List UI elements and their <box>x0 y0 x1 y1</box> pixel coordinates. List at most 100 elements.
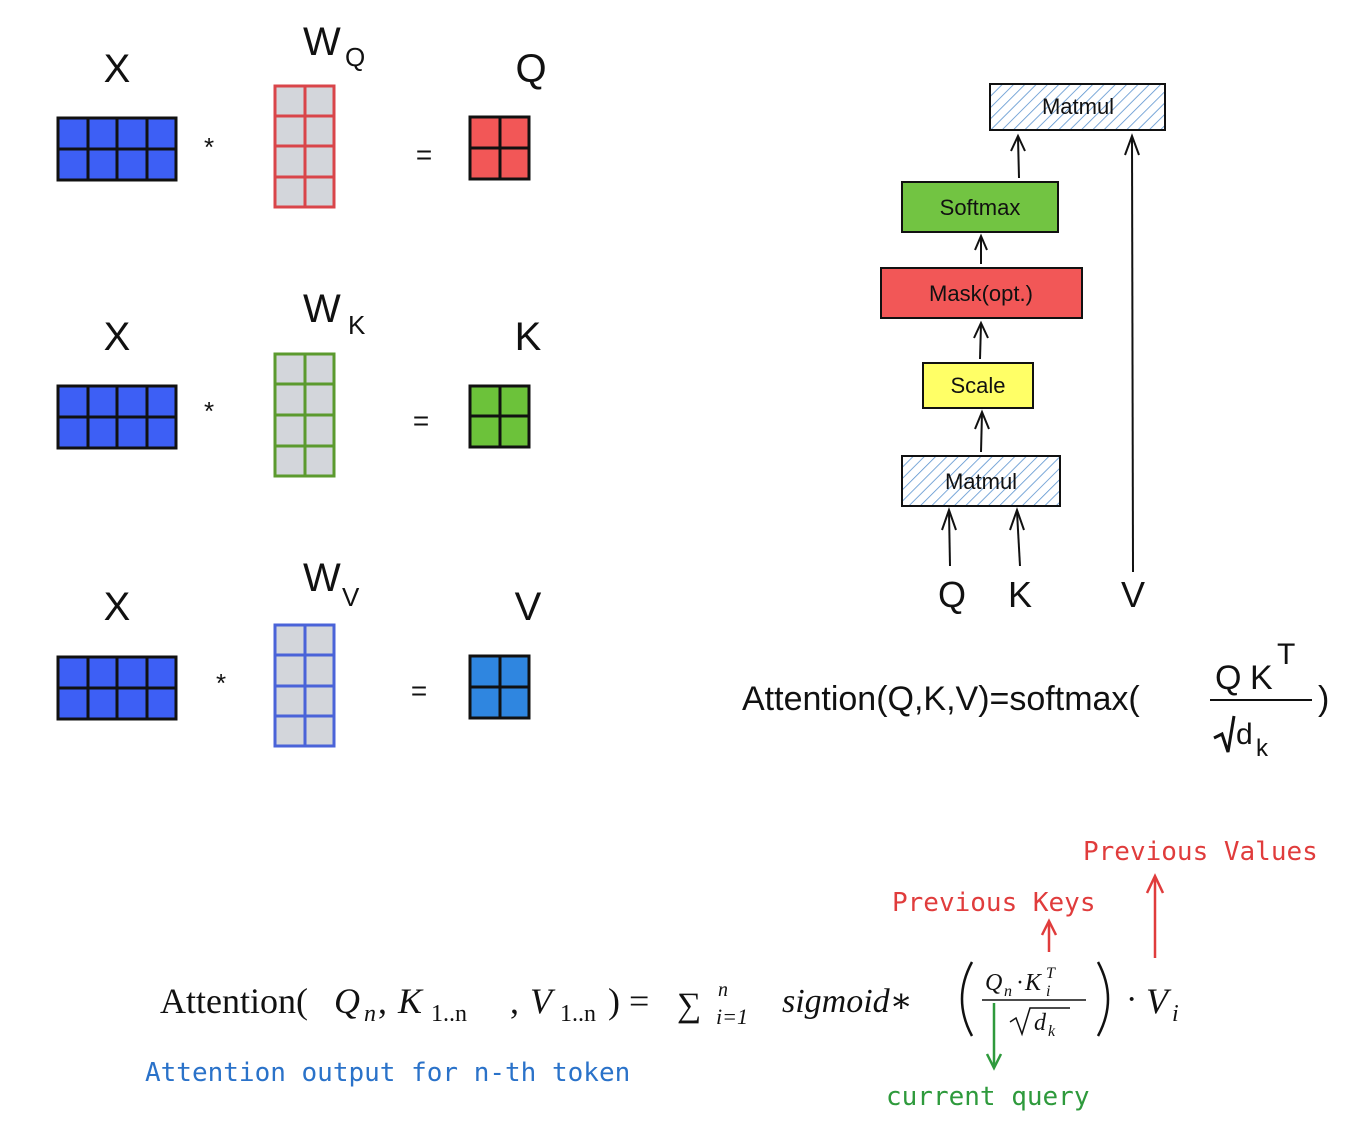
previous-keys-note: Previous Keys <box>892 888 1096 918</box>
arrow-q-input <box>948 511 951 567</box>
svg-text:K: K <box>1250 659 1273 697</box>
flow-input-v: V <box>1121 574 1145 615</box>
v-label: V <box>515 585 542 629</box>
x-matrix <box>56 116 178 182</box>
mask-block: Mask(opt.) <box>880 267 1083 319</box>
svg-text:K: K <box>397 981 424 1021</box>
equals-sign: = <box>416 139 432 170</box>
current-query-arrow <box>985 1003 1003 1071</box>
multiply-sign: * <box>204 396 214 426</box>
svg-text:W: W <box>303 556 341 600</box>
arrow-softmax-to-matmul <box>1017 137 1020 179</box>
flow-input-q: Q <box>938 574 966 615</box>
svg-text:W: W <box>303 287 341 331</box>
matmul-bottom-block: Matmul <box>901 455 1061 507</box>
arrow-matmul-to-scale <box>980 412 983 453</box>
svg-text:Attention(: Attention( <box>160 981 308 1021</box>
svg-text:Mask(opt.): Mask(opt.) <box>929 281 1033 306</box>
svg-text:Q: Q <box>334 981 360 1021</box>
equals-sign: = <box>413 405 429 436</box>
svg-text:n: n <box>1004 983 1012 1000</box>
svg-text:Q: Q <box>345 42 365 72</box>
previous-values-note: Previous Values <box>1083 837 1318 867</box>
previous-values-arrow <box>1145 873 1165 958</box>
svg-text:1..n: 1..n <box>431 1001 467 1027</box>
recurrent-attention-formula: Attention( Q n , K 1..n , V 1..n ) = ∑ n… <box>160 961 1179 1040</box>
q-matrix <box>468 115 531 181</box>
arrow-k-input <box>1016 511 1021 567</box>
softmax-block: Softmax <box>901 181 1059 233</box>
wv-label: W V <box>303 556 360 612</box>
svg-text:W: W <box>303 20 341 64</box>
k-matrix <box>468 384 531 449</box>
projection-row-q: X * W Q = Q <box>56 20 547 209</box>
svg-text:k: k <box>1048 1023 1056 1040</box>
svg-text:Attention(Q,K,V)=softmax(: Attention(Q,K,V)=softmax( <box>742 680 1140 718</box>
annotations: Previous Values Previous Keys current qu… <box>145 837 1318 1112</box>
svg-text:Scale: Scale <box>950 373 1005 398</box>
previous-keys-arrow <box>1040 918 1058 952</box>
arrow-v-input <box>1131 137 1134 573</box>
svg-text:1..n: 1..n <box>560 1001 596 1027</box>
x-label: X <box>104 585 131 629</box>
svg-text:k: k <box>1256 735 1269 762</box>
svg-text:): ) <box>1318 680 1329 718</box>
multiply-sign: * <box>216 668 226 698</box>
flow-input-k: K <box>1008 574 1032 615</box>
wv-matrix <box>273 623 336 748</box>
current-query-note: current query <box>886 1082 1090 1112</box>
q-label: Q <box>515 47 546 91</box>
svg-text:i: i <box>1172 1001 1179 1027</box>
equals-sign: = <box>411 675 427 706</box>
svg-text:) =: ) = <box>608 981 649 1021</box>
wq-matrix <box>273 84 336 209</box>
attention-output-note: Attention output for n-th token <box>145 1058 630 1088</box>
attention-formula: Attention(Q,K,V)=softmax( Q K T d k ) <box>742 638 1329 762</box>
svg-text:,: , <box>510 981 519 1021</box>
wk-matrix <box>273 352 336 478</box>
wk-label: W K <box>303 287 366 340</box>
svg-text:·: · <box>1016 970 1024 996</box>
k-label: K <box>515 315 542 359</box>
svg-text:V: V <box>342 582 360 612</box>
svg-text:T: T <box>1046 965 1056 982</box>
attention-flow: Matmul Softmax Mask(opt.) Scale Matmul <box>880 83 1166 615</box>
flow-arrows <box>941 133 1140 573</box>
svg-text:i: i <box>1046 983 1050 1000</box>
svg-text:Q: Q <box>1215 659 1241 697</box>
multiply-sign: * <box>204 132 214 162</box>
arrowhead <box>974 233 988 251</box>
x-matrix <box>56 655 178 721</box>
wq-label: W Q <box>303 20 365 72</box>
svg-text:d: d <box>1236 718 1253 751</box>
svg-text:K: K <box>1024 970 1043 996</box>
svg-text:,: , <box>378 981 387 1021</box>
arrowhead <box>974 409 990 430</box>
svg-text:V: V <box>1146 981 1172 1021</box>
v-matrix <box>468 654 531 720</box>
x-label: X <box>104 315 131 359</box>
svg-text:Matmul: Matmul <box>1042 94 1114 119</box>
svg-text:Softmax: Softmax <box>940 195 1021 220</box>
matmul-top-block: Matmul <box>989 83 1166 131</box>
projection-row-k: X * W K = K <box>56 287 542 478</box>
svg-text:·: · <box>1126 981 1137 1018</box>
arrowhead <box>1124 133 1140 156</box>
x-matrix <box>56 384 178 450</box>
arrow-scale-to-mask <box>979 323 982 360</box>
arrowhead <box>1009 506 1025 531</box>
arrowhead <box>973 320 989 339</box>
svg-text:K: K <box>348 310 366 340</box>
arrowhead <box>941 506 957 531</box>
svg-text:i=1: i=1 <box>716 1004 748 1029</box>
svg-text:T: T <box>1277 638 1295 671</box>
svg-text:Q: Q <box>985 970 1002 996</box>
arrowhead <box>1010 133 1026 152</box>
svg-text:sigmoid∗: sigmoid∗ <box>782 983 913 1020</box>
x-label: X <box>104 47 131 91</box>
projection-row-v: X * W V = V <box>56 556 542 748</box>
svg-text:n: n <box>718 979 728 1001</box>
svg-text:∑: ∑ <box>677 987 701 1024</box>
svg-text:n: n <box>364 1001 376 1027</box>
